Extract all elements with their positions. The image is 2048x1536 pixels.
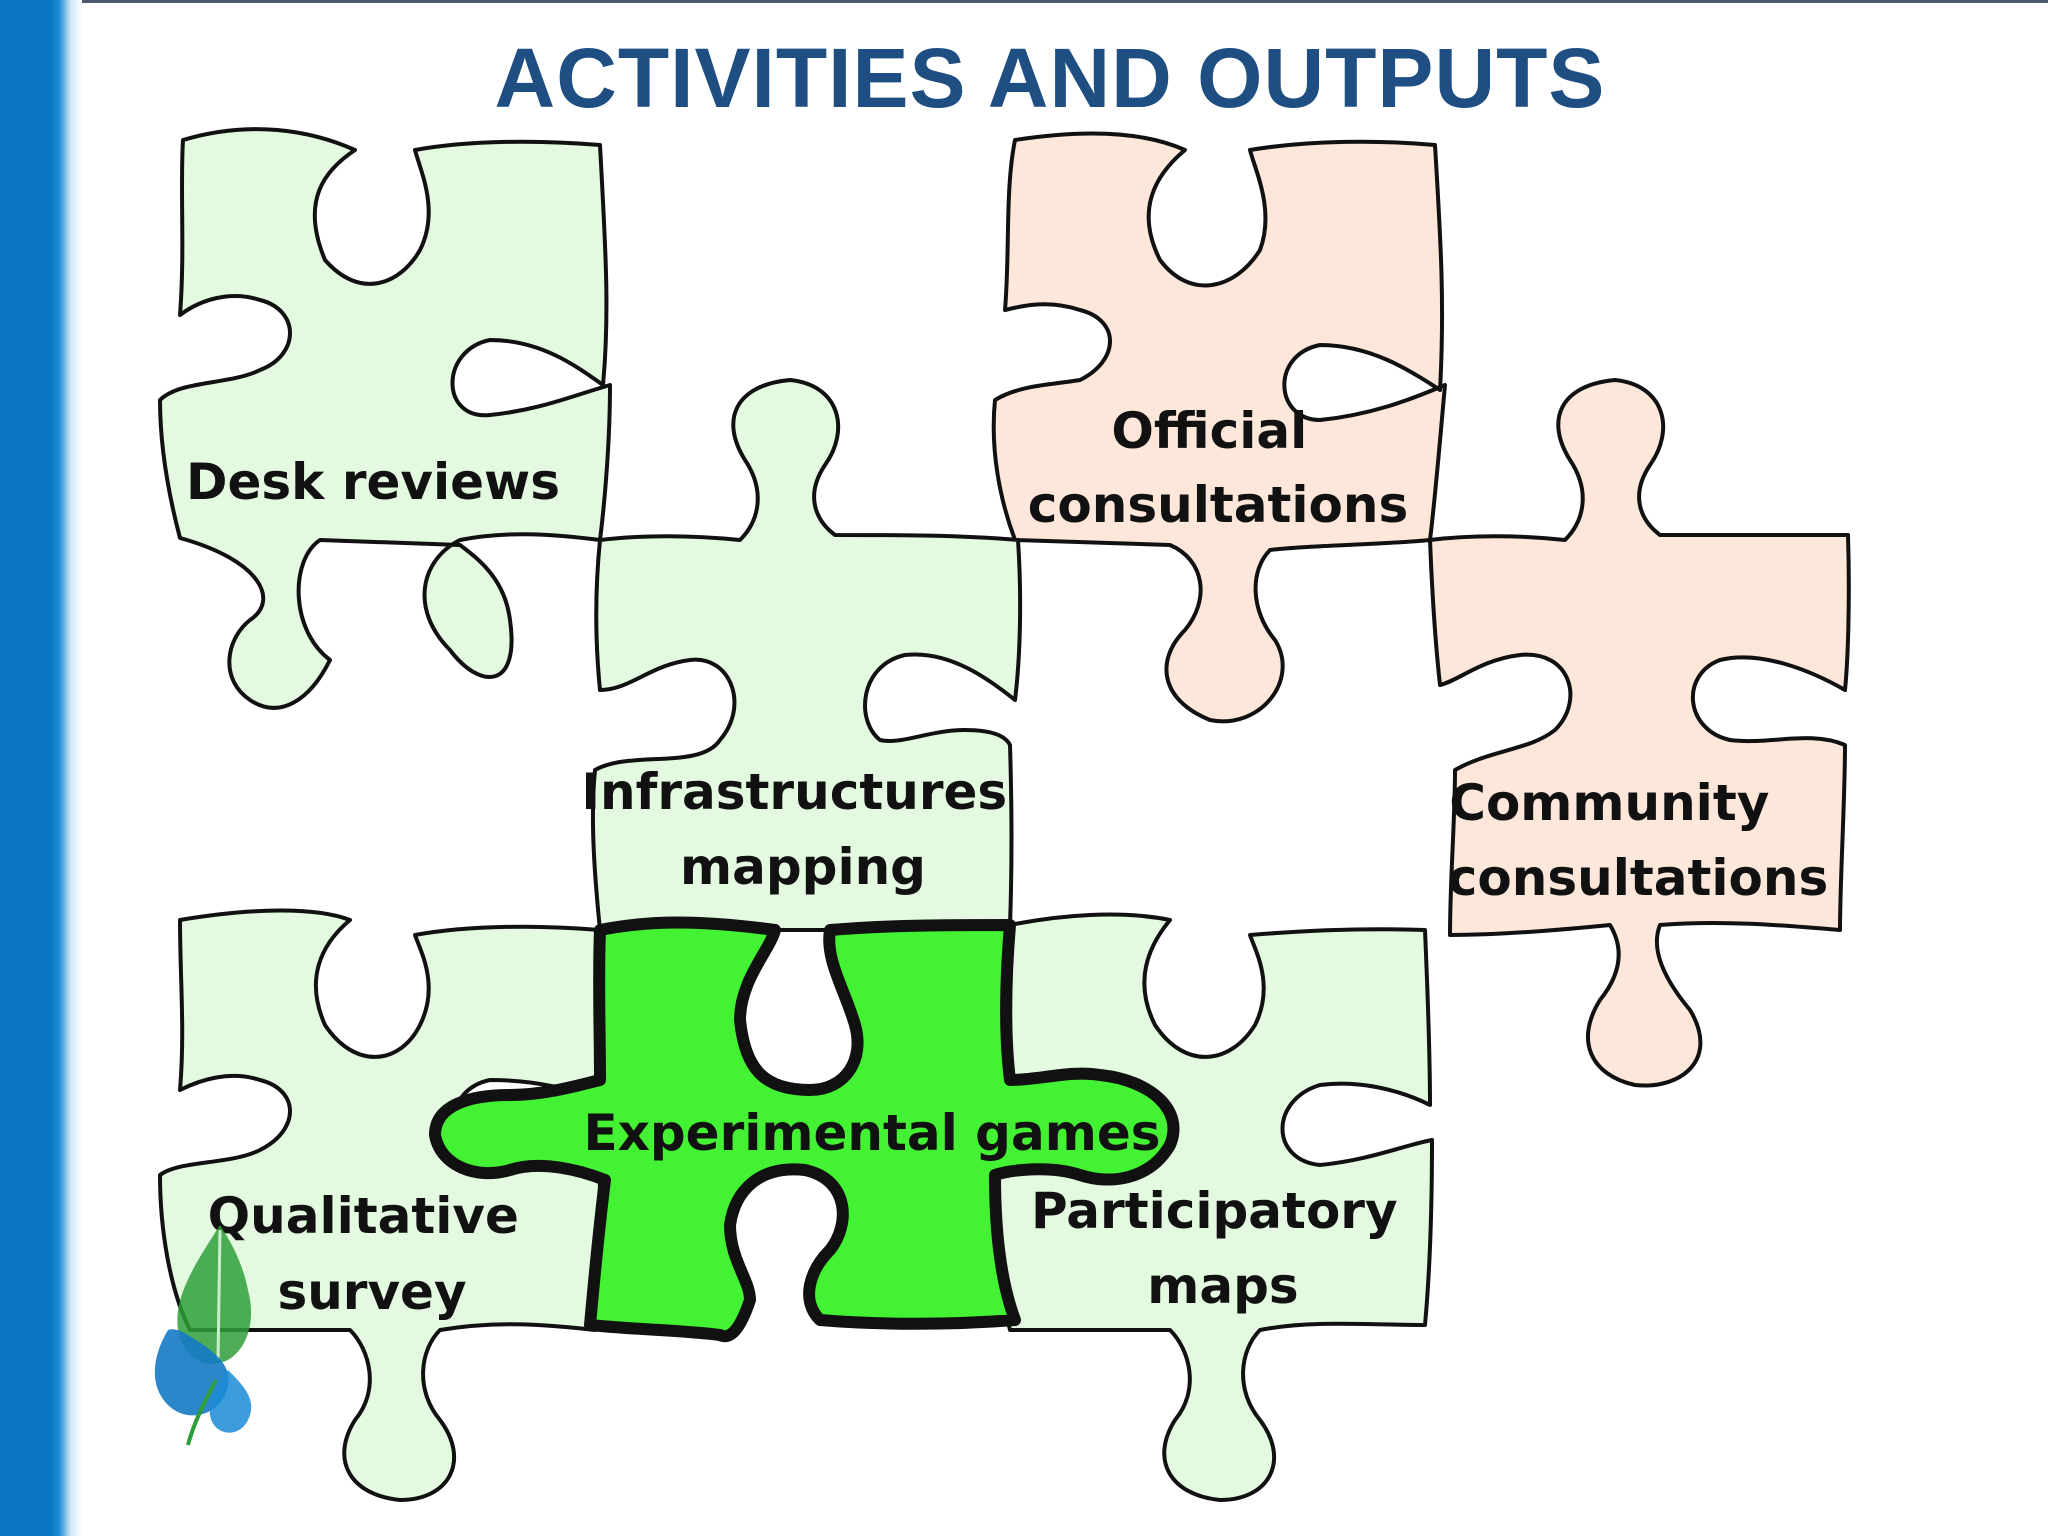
- piece-shape: [429, 916, 1180, 1343]
- piece-label: Infrastructures mapping: [581, 763, 1024, 896]
- puzzle-piece-qualitative-survey: Qualitative survey: [158, 908, 602, 1502]
- piece-label: Experimental games: [583, 1104, 1160, 1162]
- piece-label: Official consultations: [1028, 402, 1408, 534]
- side-band: [0, 0, 82, 1536]
- puzzle-piece-infrastructures-mapping: Infrastructures mapping: [581, 378, 1024, 932]
- piece-label: Participatory maps: [1031, 1182, 1415, 1315]
- water-drop-leaf-icon: [154, 1225, 252, 1446]
- piece-shape: [1428, 378, 1851, 1088]
- puzzle-piece-official-consultations: Official consultations: [991, 131, 1447, 724]
- top-rule: [0, 0, 2048, 3]
- piece-shape: [590, 378, 1023, 932]
- slide-title: ACTIVITIES AND OUTPUTS: [494, 31, 1606, 125]
- piece-label: Community consultations: [1448, 774, 1828, 907]
- piece-label: Qualitative survey: [208, 1187, 537, 1321]
- piece-label: Desk reviews: [186, 453, 560, 511]
- puzzle-piece-participatory-maps: Participatory maps: [993, 912, 1434, 1502]
- puzzle-piece-experimental-games: Experimental games: [429, 916, 1180, 1343]
- piece-shape: [158, 127, 612, 710]
- piece-shape: [991, 131, 1447, 724]
- puzzle-piece-community-consultations: Community consultations: [1428, 378, 1851, 1088]
- puzzle-piece-desk-reviews: Desk reviews: [158, 127, 612, 710]
